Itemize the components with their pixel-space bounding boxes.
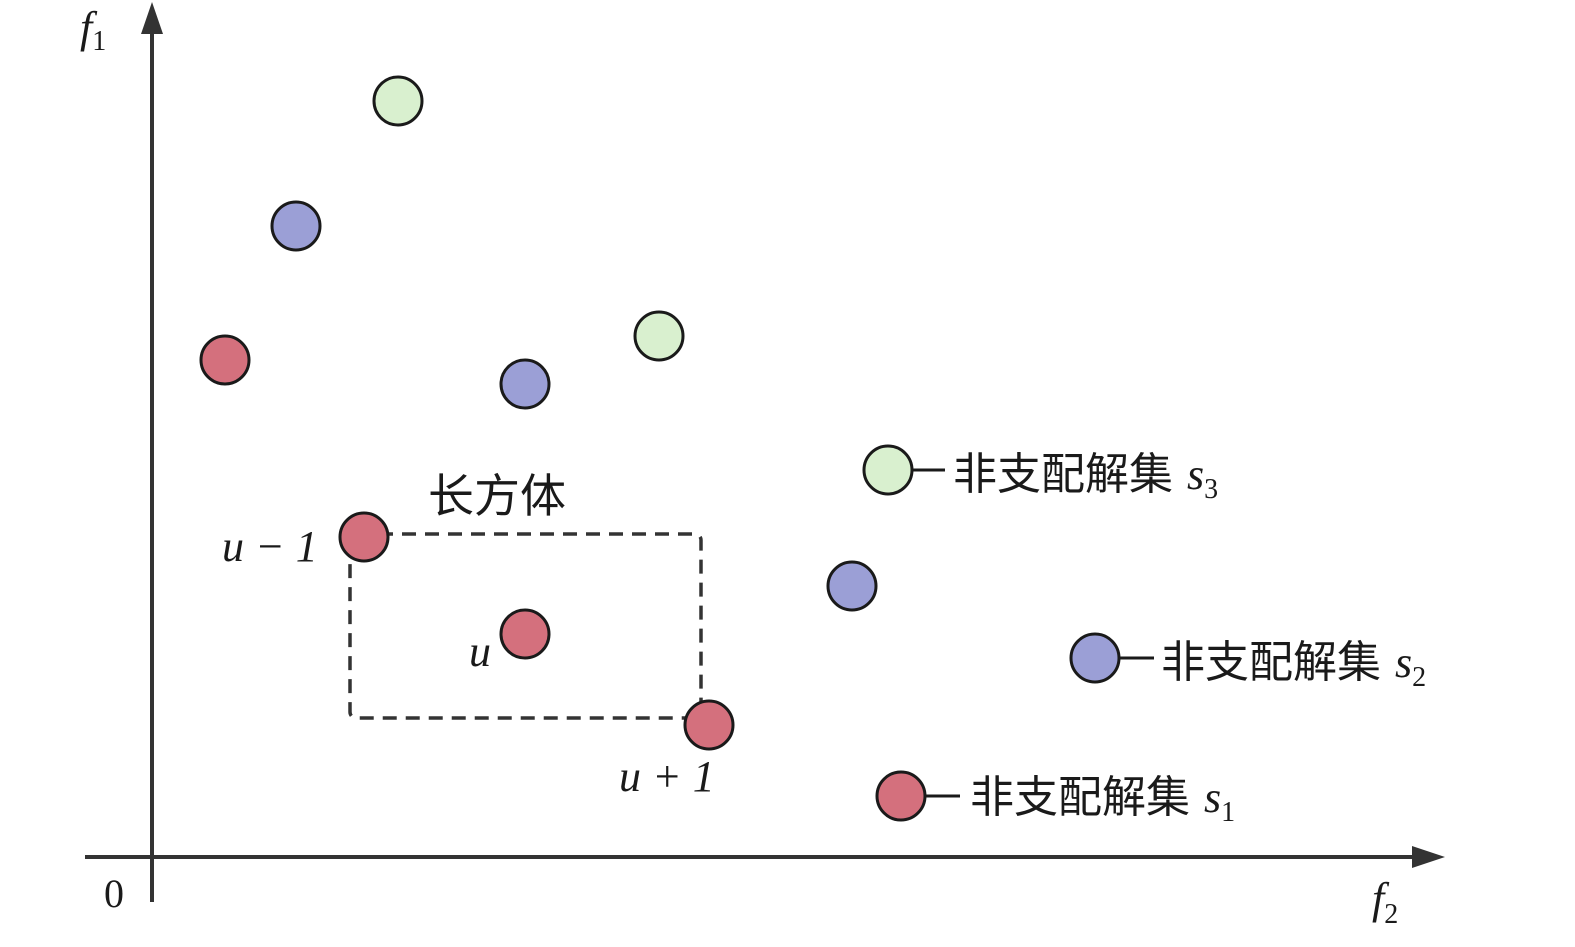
legend-s2: 非支配解集 s2 [1161,637,1426,693]
point-blue [826,560,878,612]
point-red-u-minus-1 [338,511,390,563]
point-labels: u − 1 u u + 1 [222,522,715,801]
y-axis-arrowhead [141,2,163,34]
label-u-minus-1: u − 1 [222,522,318,571]
point-green-legend-s3 [862,444,914,496]
legend-s3-var: s [1187,450,1204,499]
legend-s2-var: s [1395,638,1412,687]
axes: 0 f1 f2 [80,2,1445,930]
label-u-plus-1: u + 1 [619,752,715,801]
origin-label: 0 [104,871,124,916]
point-green [372,75,424,127]
legend-s2-text: 非支配解集 [1161,637,1395,688]
x-axis-label-sub: 2 [1384,899,1398,930]
points [199,75,1121,822]
legend-s1: 非支配解集 s1 [970,772,1235,828]
cuboid-box: 长方体 [348,469,703,720]
legend-s3: 非支配解集 s3 [953,449,1218,505]
point-red [199,334,251,386]
legend-s3-text: 非支配解集 [953,449,1187,500]
point-green [633,310,685,362]
label-u: u [469,627,491,676]
legend-s2-sub: 2 [1412,662,1426,693]
legend-s1-text: 非支配解集 [970,772,1204,823]
point-red-legend-s1 [875,770,927,822]
legend-connectors [913,468,1154,798]
x-axis-arrowhead [1412,846,1445,868]
cuboid-dashed-rect [348,532,703,720]
x-axis-label: f2 [1372,874,1398,930]
point-blue [270,200,322,252]
point-blue [499,358,551,410]
point-red-u-plus-1 [683,699,735,751]
legend-s1-sub: 1 [1221,797,1235,828]
cuboid-label: 长方体 [428,469,566,523]
legend-s1-var: s [1204,773,1221,822]
legend-s3-sub: 3 [1204,474,1218,505]
y-axis-label-sub: 1 [92,26,106,57]
y-axis-label: f1 [80,3,106,57]
point-blue-legend-s2 [1069,632,1121,684]
legend: 非支配解集 s3 非支配解集 s2 非支配解集 s1 [953,449,1426,828]
point-red-u [499,608,551,660]
